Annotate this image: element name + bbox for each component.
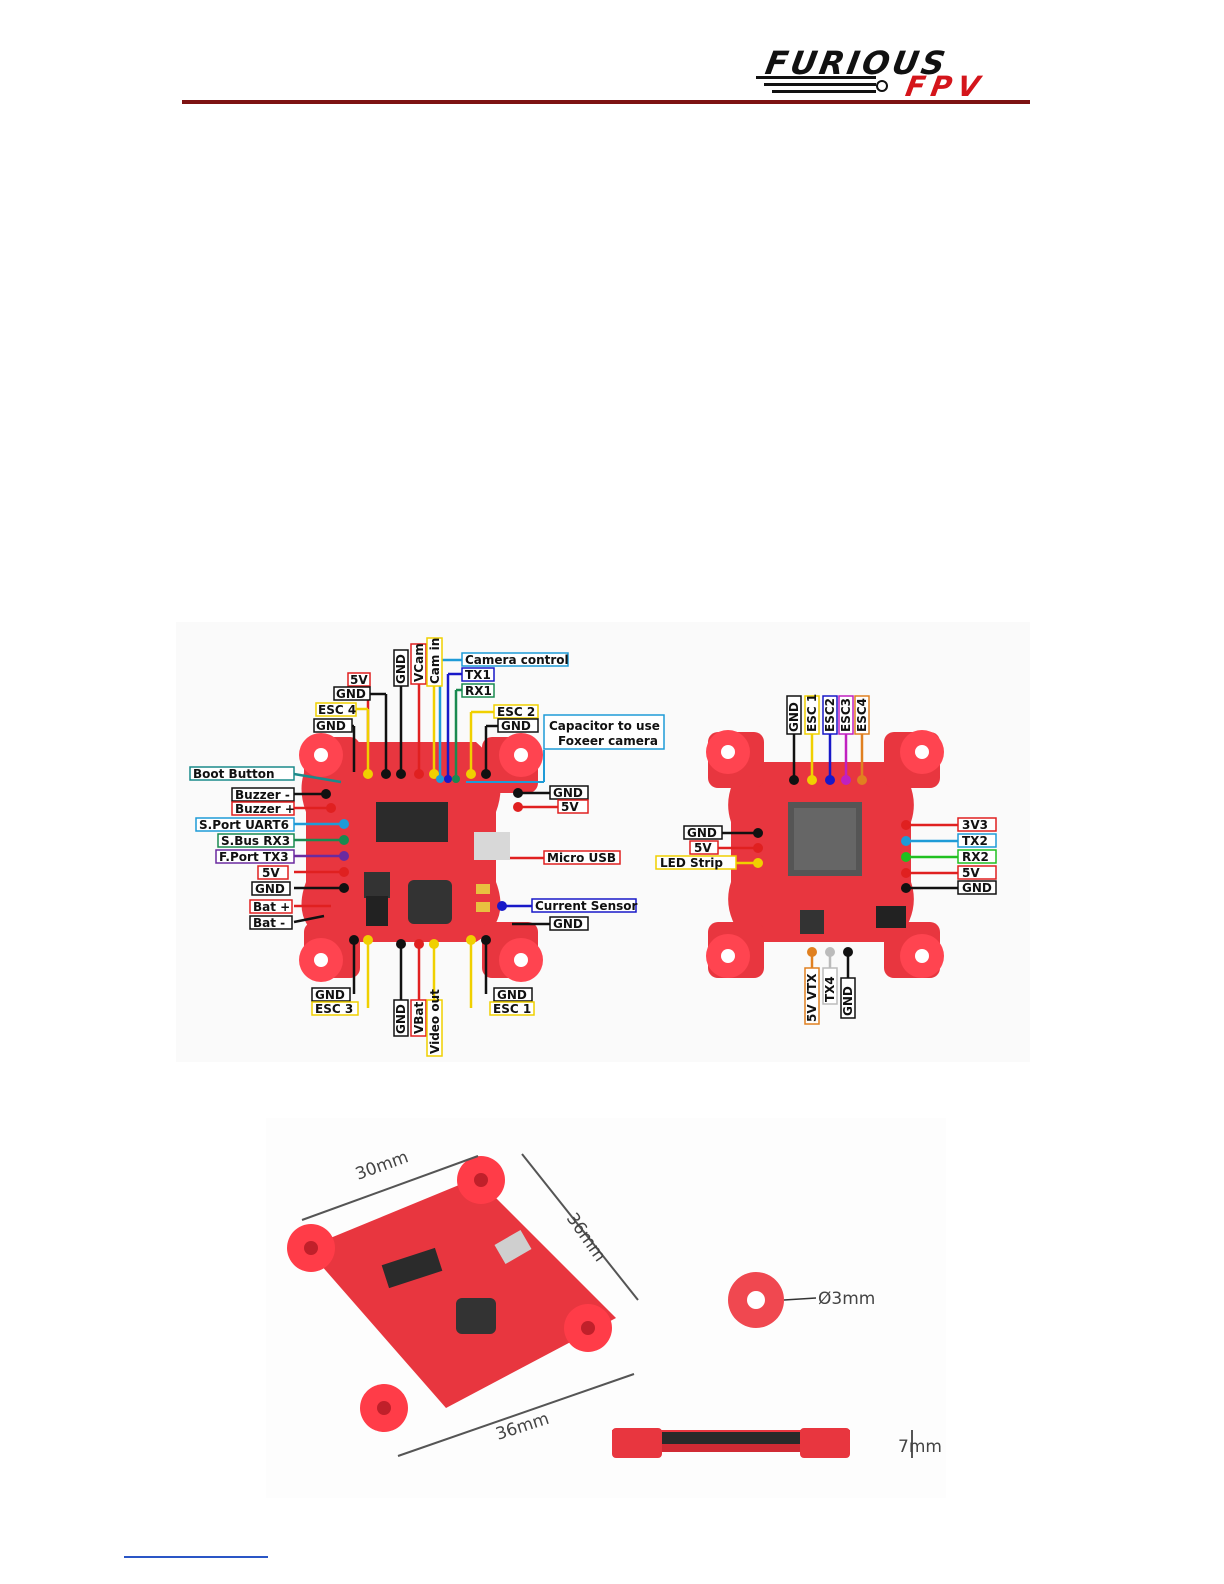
- label-tx1: TX1: [465, 668, 491, 682]
- label-bat-minus: Bat -: [253, 916, 285, 930]
- label-led-strip: LED Strip: [660, 856, 723, 870]
- label-rb-right-gnd: GND: [962, 881, 992, 895]
- right-board-leads: [714, 734, 958, 978]
- label-micro-usb: Micro USB: [547, 851, 616, 865]
- label-left-gnd: GND: [255, 882, 285, 896]
- standoff-grommet: [728, 1272, 817, 1328]
- dim-hole-3mm: Ø3mm: [818, 1289, 875, 1309]
- label-esc2: ESC 2: [497, 705, 535, 719]
- logo-word-fpv: FPV: [903, 70, 989, 103]
- label-right-gnd-2: GND: [553, 917, 583, 931]
- header-rule: [182, 100, 1030, 104]
- label-vcam: VCam: [412, 643, 426, 682]
- label-rb-bottom-gnd: GND: [841, 986, 855, 1016]
- furious-fpv-logo: FURIOUS FPV: [756, 44, 1032, 103]
- label-bottom-gnd-2: GND: [394, 1004, 408, 1034]
- label-vbat: VBat: [412, 1001, 426, 1034]
- left-side-leads: [293, 772, 349, 924]
- dim-width-30mm: 30mm: [353, 1147, 411, 1185]
- label-esc1: ESC 1: [493, 1002, 531, 1016]
- label-top-gnd-4: GND: [501, 719, 531, 733]
- label-cam-in: Cam in: [428, 638, 442, 684]
- label-tx2: TX2: [962, 834, 988, 848]
- label-rb-esc1: ESC 1: [805, 694, 819, 732]
- label-rb-top-gnd: GND: [787, 702, 801, 732]
- label-esc3: ESC 3: [315, 1002, 353, 1016]
- label-rb-esc4: ESC4: [855, 698, 869, 732]
- label-camera-control: Camera control: [465, 653, 569, 667]
- label-fport-tx3: F.Port TX3: [219, 850, 289, 864]
- bottom-leads: [349, 935, 491, 1008]
- right-board: [706, 730, 944, 978]
- label-bat-plus: Bat +: [253, 900, 290, 914]
- label-sbus-rx3: S.Bus RX3: [221, 834, 290, 848]
- footer-link-underline[interactable]: [124, 1556, 268, 1558]
- label-rb-right-5v: 5V: [962, 866, 980, 880]
- label-top-gnd-3: GND: [394, 654, 408, 684]
- label-bottom-gnd-3: GND: [497, 988, 527, 1002]
- pinout-diagram: 5V GND ESC 4 GND GND VCam Cam in Camera …: [176, 622, 1030, 1062]
- dimensions-figure: 30mm 36mm 36mm Ø3mm 7mm: [266, 1118, 946, 1498]
- label-rb-esc3: ESC3: [839, 698, 853, 732]
- label-buzzer-plus: Buzzer +: [235, 802, 295, 816]
- label-3v3: 3V3: [962, 818, 988, 832]
- label-video-out: Video out: [428, 989, 442, 1054]
- right-board-labels: GND ESC 1 ESC2 ESC3 ESC4 GND 5V LED Stri…: [655, 694, 997, 1025]
- label-esc4: ESC 4: [318, 703, 356, 717]
- dim-height-7mm: 7mm: [898, 1437, 942, 1457]
- label-5v-vtx: 5V VTX: [805, 973, 819, 1022]
- label-boot-button: Boot Button: [193, 767, 275, 781]
- pinout-svg: 5V GND ESC 4 GND GND VCam Cam in Camera …: [189, 637, 997, 1057]
- right-side-leads: [497, 788, 558, 926]
- label-top-5v: 5V: [350, 673, 368, 687]
- left-top-leads: [352, 658, 545, 783]
- label-bottom-gnd-1: GND: [315, 988, 345, 1002]
- label-left-5v: 5V: [262, 866, 280, 880]
- label-current-sensor: Current Sensor: [535, 899, 637, 913]
- label-right-5v: 5V: [561, 800, 579, 814]
- label-buzzer-minus: Buzzer -: [235, 788, 290, 802]
- label-top-gnd-2: GND: [316, 719, 346, 733]
- label-sport-uart6: S.Port UART6: [199, 818, 289, 832]
- dim-length-36mm-b: 36mm: [493, 1409, 551, 1445]
- label-right-gnd-1: GND: [553, 786, 583, 800]
- logo-speed-lines-icon: [756, 76, 888, 93]
- label-rb-left-5v: 5V: [694, 841, 712, 855]
- dim-length-36mm-a: 36mm: [562, 1209, 610, 1265]
- label-tx4: TX4: [823, 976, 837, 1002]
- left-board-labels: 5V GND ESC 4 GND GND VCam Cam in Camera …: [189, 637, 665, 1057]
- board-isometric: [287, 1156, 616, 1432]
- label-top-gnd-1: GND: [336, 687, 366, 701]
- board-side-view: [612, 1428, 850, 1458]
- label-rx2: RX2: [962, 850, 989, 864]
- dimensions-svg: 30mm 36mm 36mm Ø3mm 7mm: [287, 1147, 942, 1458]
- label-rb-esc2: ESC2: [823, 698, 837, 732]
- dimension-lines: [301, 1153, 913, 1458]
- label-rx1: RX1: [465, 684, 492, 698]
- label-rb-left-gnd: GND: [687, 826, 717, 840]
